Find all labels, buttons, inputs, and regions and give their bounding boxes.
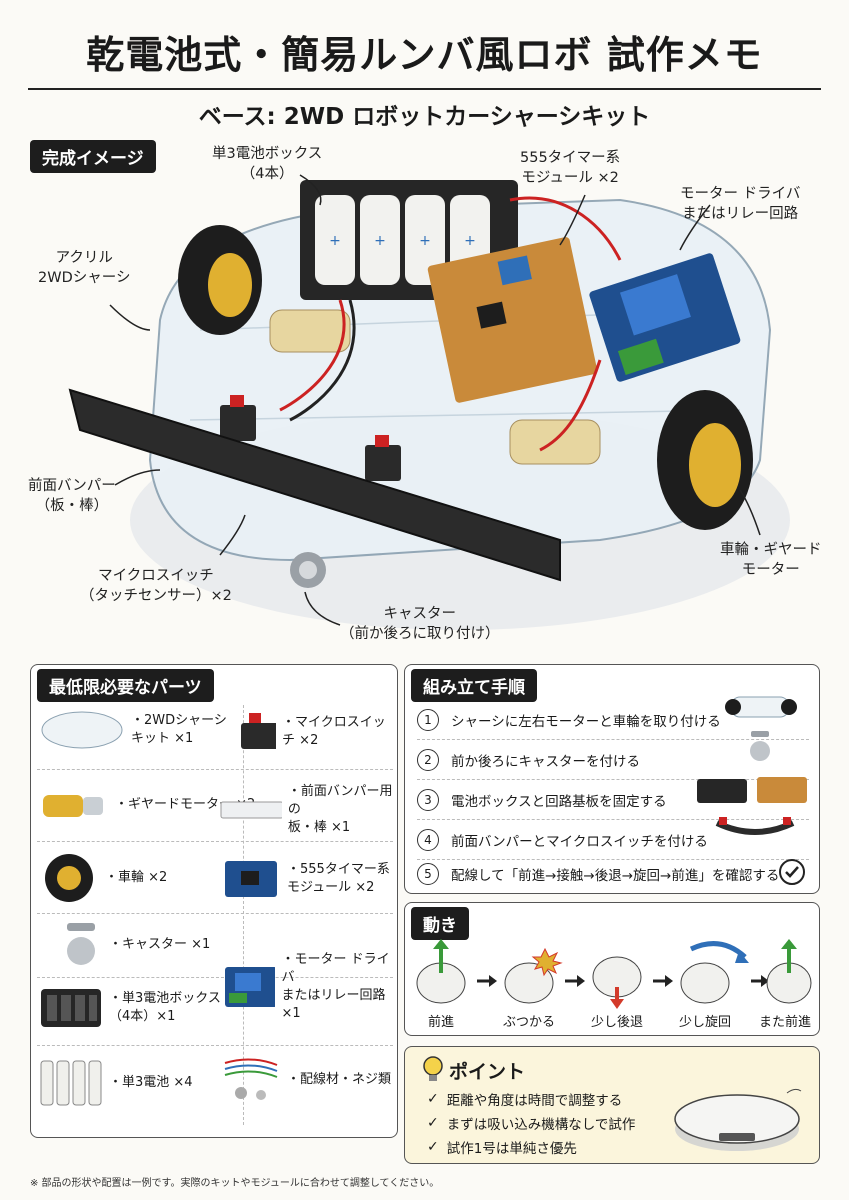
steps-panel: 組み立て手順 1 シャーシに左右モーターと車輪を取り付ける 2 前か後ろにキャス… [404, 664, 820, 894]
motor-icon [43, 795, 103, 817]
callout-driver: モーター ドライバ またはリレー回路 [680, 186, 801, 222]
callout-caster: キャスター （前か後ろに取り付け） [340, 606, 500, 642]
robot-vacuum-icon [674, 1088, 802, 1151]
step-item-3: 3 電池ボックスと回路基板を固定する [417, 781, 809, 819]
check-icon: ✓ [427, 1115, 439, 1131]
check-icon: ✓ [427, 1091, 439, 1107]
callout-wheel: 車輪・ギヤード モーター [720, 542, 822, 578]
parts-panel: 最低限必要なパーツ ・2WDシャーシ キット ×1 ・ギヤードモーター ×2 ・… [30, 664, 398, 1138]
callout-timer: 555タイマー系 モジュール ×2 [520, 150, 621, 186]
battery-icon [40, 1060, 102, 1106]
part-item-wires-screws: ・配線材・ネジ類 [221, 1053, 391, 1107]
part-item-caster: ・キャスター ×1 [59, 919, 210, 971]
part-item-relay-module: ・モーター ドライバ またはリレー回路 ×1 [221, 951, 397, 1023]
part-item-battery-box: ・単3電池ボックス （4本）×1 [39, 983, 221, 1033]
motion-sequence [416, 939, 812, 1009]
footnote: ※ 部品の形状や配置は一例です。実際のキットやモジュールに合わせて調整してくださ… [30, 1178, 440, 1189]
point-section-label: ポイント [449, 1061, 526, 1083]
parts-section-label: 最低限必要なパーツ [37, 669, 214, 702]
point-panel: ポイント ✓距離や角度は時間で調整する ✓まずは吸い込み機構なしで試作 ✓試作1… [404, 1046, 820, 1164]
robot-forward-icon [416, 939, 466, 1004]
chassis-icon [41, 711, 123, 749]
svg-text:+: + [464, 233, 476, 249]
robot-reverse-icon [592, 956, 642, 1009]
motion-panel: 動き 前進 ぶつかる 少し後退 少し旋回 また前進 [404, 902, 820, 1036]
right-wheel [657, 390, 753, 530]
title-divider [28, 88, 821, 90]
hero-section-label: 完成イメージ [30, 140, 156, 173]
steps-section-label: 組み立て手順 [411, 669, 537, 702]
callout-switch: マイクロスイッチ （タッチセンサー）×2 [80, 568, 232, 604]
lightbulb-icon [423, 1056, 443, 1081]
svg-text:+: + [374, 233, 386, 249]
step-item-4: 4 前面バンパーとマイクロスイッチを付ける [417, 821, 809, 859]
step4-thumb-icon [715, 817, 795, 835]
part-item-battery: ・単3電池 ×4 [39, 1057, 193, 1109]
part-item-timer-module: ・555タイマー系 モジュール ×2 [221, 855, 390, 903]
point-item-2: ✓まずは吸い込み機構なしで試作 [427, 1115, 636, 1133]
part-item-motor: ・ギヤードモーター ×2 [39, 783, 255, 827]
relay-module-icon [225, 967, 276, 1007]
callout-chassis: アクリル 2WDシャーシ [38, 250, 131, 286]
robot-forward-again-icon [766, 939, 812, 1004]
wires-screws-icon [224, 1058, 278, 1100]
caster-icon [67, 923, 95, 965]
motion-stage-4: 少し旋回 [678, 1015, 731, 1030]
step1-thumb-icon [725, 696, 797, 718]
battery-box-icon [41, 989, 101, 1027]
callout-bumper: 前面バンパー （板・棒） [28, 478, 116, 514]
step2-thumb-icon [750, 731, 770, 761]
step-item-2: 2 前か後ろにキャスターを付ける [417, 741, 809, 779]
caster [290, 552, 326, 588]
step-item-1: 1 シャーシに左右モーターと車輪を取り付ける [417, 701, 809, 739]
callout-battery-box: 単3電池ボックス （4本） [212, 146, 323, 182]
motion-stage-1: 前進 [427, 1015, 454, 1030]
step-item-5: 5 配線して「前進→接触→後退→旋回→前進」を確認する [417, 855, 809, 893]
motion-stage-3: 少し後退 [590, 1015, 643, 1030]
relay-board [589, 253, 741, 382]
svg-text:+: + [329, 233, 341, 249]
bumper-plate-icon [220, 801, 282, 819]
robot-bump-icon [504, 947, 563, 1004]
motion-stage-5: また前進 [758, 1015, 811, 1030]
page-subtitle: ベース: 2WD ロボットカーシャーシキット [198, 104, 651, 130]
timer-board [427, 237, 598, 403]
part-item-chassis: ・2WDシャーシ キット ×1 [39, 707, 227, 753]
motion-stage-2: ぶつかる [502, 1015, 555, 1030]
part-item-bumper-plate: ・前面バンパー用の 板・棒 ×1 [217, 783, 397, 837]
timer-module-icon [225, 861, 277, 897]
check-circle-icon [779, 859, 805, 885]
left-wheel [178, 225, 262, 335]
part-item-wheel: ・車輪 ×2 [39, 851, 167, 905]
motion-section-label: 動き [411, 907, 469, 940]
wheel-icon [45, 854, 93, 902]
part-item-microswitch: ・マイクロスイッチ ×2 [235, 709, 397, 755]
page-title: 乾電池式・簡易ルンバ風ロボ 試作メモ [86, 33, 763, 77]
point-item-3: ✓試作1号は単純さ優先 [427, 1139, 577, 1157]
step3-thumb-icon [697, 777, 807, 803]
robot-turn-icon [680, 941, 749, 1004]
microswitch-icon [241, 713, 277, 749]
robot-illustration: + + + + [68, 174, 790, 630]
svg-text:+: + [419, 233, 431, 249]
point-item-1: ✓距離や角度は時間で調整する [427, 1091, 623, 1109]
check-icon: ✓ [427, 1139, 439, 1155]
parts-column-divider [243, 705, 244, 1125]
